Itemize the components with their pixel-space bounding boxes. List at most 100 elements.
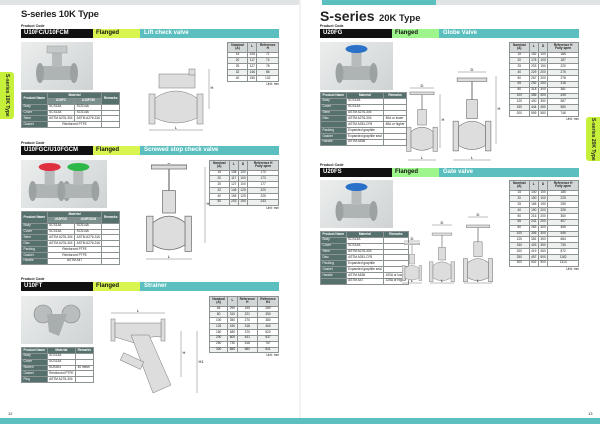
header-cell: Reference H Fully open: [547, 42, 579, 53]
header-cell: Reference H: [236, 296, 259, 307]
dimension-cell: 40: [226, 74, 249, 82]
material-cell: ASTM A536: [345, 138, 385, 146]
side-tab-label: S-series 20K Type: [590, 117, 596, 161]
product-name: Globe Valve: [439, 29, 579, 38]
dim-label-L: L: [168, 254, 171, 259]
header-cell: L: [528, 42, 539, 53]
dimension-cell: 102: [256, 74, 279, 82]
unit-note: Unit: mm: [566, 266, 579, 271]
product-code: U20FG: [320, 29, 392, 38]
page-title-right: S-series 20K Type: [320, 8, 420, 26]
side-tab-label: S-series 10K Type: [4, 74, 10, 117]
header-cell: Reference H Fully open: [547, 180, 579, 191]
valve-photo-icon: [57, 163, 100, 201]
product-code: U10FC/U10FCM: [21, 29, 93, 38]
dim-label-H: H: [211, 85, 214, 90]
product-name: Lift check valve: [140, 29, 279, 38]
product-photo: [21, 296, 93, 344]
dim-label-H: H: [207, 201, 210, 206]
title-main: S-series: [320, 8, 375, 24]
connection-type: Flanged: [93, 146, 140, 155]
connection-type: Flanged: [93, 29, 140, 38]
dimension-cell: 300: [509, 259, 530, 267]
dim-label-D: D: [421, 83, 424, 88]
product-code-label: Product Code: [21, 141, 45, 145]
top-bar-right: [436, 0, 600, 5]
dim-label-L: L: [175, 125, 178, 130]
header-cell: Nominal (A): [226, 42, 249, 53]
header-cell: L: [528, 180, 539, 191]
material-cell: Handle: [320, 138, 347, 146]
material-cell: [320, 277, 347, 285]
dimension-cell: 580: [236, 346, 259, 354]
dim-label-L: L: [477, 278, 480, 283]
dimension-cell: 580: [537, 110, 549, 117]
material-cell: 125A or higher: [383, 277, 409, 285]
product-code: U10FGC/U10FGCM: [21, 146, 93, 155]
dimension-cell: 841: [257, 346, 279, 354]
header-cell: D: [537, 180, 549, 191]
bottom-bar: [0, 418, 600, 424]
header-cell: Product Name: [21, 211, 48, 224]
material-cell: ASTM A47: [46, 257, 103, 265]
dimension-cell: 243: [247, 198, 279, 206]
dimension-cell: 502: [528, 259, 539, 267]
handwheel-icon: [345, 45, 368, 53]
dim-label-H: H: [498, 106, 501, 111]
top-bar-left: [0, 0, 300, 5]
dimension-drawing: LDH: [131, 163, 221, 263]
header-cell: Nominal (A): [509, 42, 530, 53]
dimension-cell: 850: [227, 346, 238, 354]
valve-photo-icon: [36, 45, 78, 83]
page-number-left: 12: [8, 411, 13, 416]
product-name: Screwed stop check valve: [140, 146, 279, 155]
page-title-left: S-series 10K Type: [21, 9, 99, 20]
dimension-cell: 746: [547, 110, 579, 117]
product-photo: [320, 180, 393, 228]
header-cell: L: [228, 160, 239, 171]
dimension-cell: 1314: [547, 259, 579, 267]
unit-note: Unit: mm: [266, 353, 279, 358]
unit-note: Unit: mm: [266, 81, 279, 86]
dimension-cell: 500: [537, 259, 549, 267]
material-cell: Handle: [21, 257, 48, 265]
dim-label-D: D: [411, 236, 414, 241]
product-code-label: Product Code: [320, 163, 344, 167]
header-cell: Remarks: [101, 211, 120, 224]
product-code-label: Product Code: [21, 24, 45, 28]
header-cell: D: [237, 160, 249, 171]
